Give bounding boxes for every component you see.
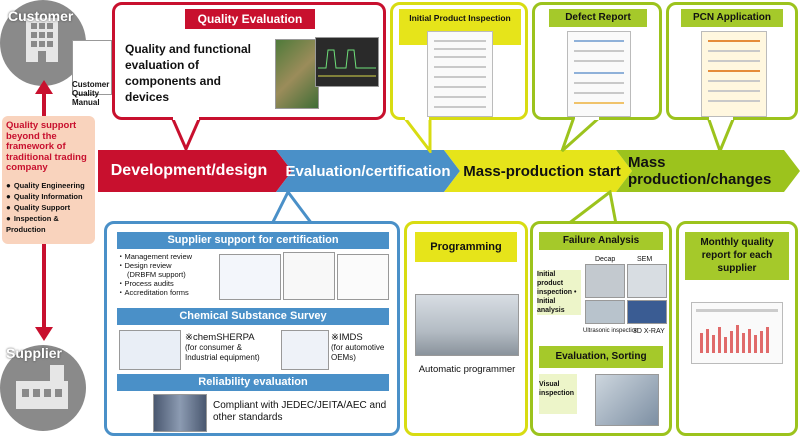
decap-photo — [585, 264, 625, 298]
quality-support-box: Quality support beyond the framework of … — [2, 116, 95, 244]
stage-arrow-mass-production-changes — [616, 150, 800, 192]
stage-evaluation-label: Evaluation/certification — [285, 162, 451, 180]
defect-report-callout: Defect Report — [532, 2, 662, 120]
supplier-support-item: (DRBFM support) — [127, 270, 186, 279]
support-form-image — [219, 254, 281, 300]
supplier-title: Supplier — [6, 345, 63, 361]
failure-header: Failure Analysis — [539, 232, 663, 250]
stage-arrow-evaluation — [276, 150, 460, 192]
quality-evaluation-header: Quality Evaluation — [185, 9, 315, 29]
quality-manual-label: Customer Quality Manual — [72, 80, 110, 107]
pcn-pointer — [706, 117, 736, 153]
chemsherpa-note: (for consumer & Industrial equipment) — [185, 343, 260, 362]
quality-manual-document — [72, 40, 112, 95]
monthly-report-document — [691, 302, 783, 364]
initial-report-document — [427, 31, 493, 117]
pcn-header: PCN Application — [681, 9, 783, 27]
supplier-support-list: ・Management review ・Design review (DRBFM… — [117, 252, 229, 297]
reliability-header: Reliability evaluation — [117, 374, 389, 391]
defect-report-document — [567, 31, 631, 117]
supplier-circle — [0, 345, 86, 431]
quality-support-item: Quality Information — [6, 191, 91, 202]
supplier-support-header: Supplier support for certification — [117, 232, 389, 249]
failure-callout: Failure Analysis Initial product inspect… — [530, 221, 672, 436]
imds-note: (for automotive OEMs) — [331, 343, 385, 362]
office-building-icon — [26, 18, 58, 62]
customer-title: Customer — [8, 8, 74, 24]
quality-support-item: Inspection & Production — [6, 213, 91, 235]
arrow-down-icon — [35, 327, 53, 341]
automatic-programmer-photo — [415, 294, 519, 356]
supplier-support-item: ・Accreditation forms — [117, 288, 189, 297]
stage-development-label: Development/design — [110, 162, 268, 179]
ultrasonic-label: Ultrasonic inspection — [583, 328, 639, 334]
stage-arrow-development — [98, 150, 292, 192]
circuit-board-photo — [275, 39, 319, 109]
reliability-equipment-photo — [153, 394, 207, 432]
quality-evaluation-callout: Quality Evaluation Quality and functiona… — [112, 2, 386, 120]
monthly-header: Monthly quality report for each supplier — [685, 232, 789, 280]
xray-label: 3D X-RAY — [633, 328, 665, 335]
customer-circle — [0, 0, 86, 86]
stage-arrow-mass-production-start — [444, 150, 632, 192]
red-link-lower — [42, 244, 46, 330]
support-form-image — [337, 254, 389, 300]
sorting-header: Evaluation, Sorting — [539, 346, 663, 368]
programming-header: Programming — [415, 232, 517, 262]
xray-photo — [627, 300, 667, 324]
failure-side-label: Initial product inspection • Initial ana… — [537, 270, 581, 315]
programming-callout: Programming Automatic programmer — [404, 221, 528, 436]
quality-evaluation-text: Quality and functional evaluation of com… — [125, 42, 252, 104]
reliability-text: Compliant with JEDEC/JEITA/AEC and other… — [213, 400, 387, 423]
stage-mass-start-label: Mass-production start — [463, 162, 621, 180]
supplier-support-item: ・Process audits — [117, 279, 174, 288]
waveform-screenshot — [315, 37, 379, 87]
process-band — [98, 150, 800, 192]
factory-icon — [16, 381, 68, 409]
supplier-support-item: ・Management review — [117, 252, 193, 261]
defect-report-header: Defect Report — [549, 9, 647, 27]
pcn-callout: PCN Application — [666, 2, 798, 120]
monthly-report-chart-image — [696, 309, 778, 353]
red-link-upper — [42, 92, 46, 118]
quality-evaluation-pointer — [170, 117, 202, 151]
arrow-up-icon — [35, 80, 53, 94]
quality-support-item: Quality Support — [6, 202, 91, 213]
sem-label: SEM — [637, 256, 653, 263]
sorting-side-label: Visual inspection — [539, 374, 577, 414]
quality-support-list: Quality Engineering Quality Information … — [6, 180, 91, 235]
ultrasonic-photo — [585, 300, 625, 324]
programming-caption: Automatic programmer — [418, 364, 516, 375]
initial-report-callout: Initial Product Inspection Report — [390, 2, 528, 120]
imds-screenshot — [281, 330, 329, 370]
pcn-document — [701, 31, 767, 117]
certification-callout: Supplier support for certification ・Mana… — [104, 221, 400, 436]
support-form-image — [283, 252, 335, 300]
initial-report-pointer — [402, 117, 432, 153]
chemical-header: Chemical Substance Survey — [117, 308, 389, 325]
supplier-support-item: ・Design review — [117, 261, 172, 270]
quality-support-heading: Quality support beyond the framework of … — [6, 120, 87, 173]
imds-label: ※IMDS — [331, 332, 363, 343]
sem-photo — [627, 264, 667, 298]
decap-label: Decap — [595, 256, 616, 263]
chemsherpa-screenshot — [119, 330, 181, 370]
chemsherpa-label: ※chemSHERPA — [185, 332, 255, 343]
monthly-callout: Monthly quality report for each supplier — [676, 221, 798, 436]
defect-report-pointer — [560, 117, 603, 153]
quality-support-item: Quality Engineering — [6, 180, 91, 191]
stage-mass-changes-label: Mass production/changes — [628, 154, 772, 188]
visual-inspection-photo — [595, 374, 659, 426]
